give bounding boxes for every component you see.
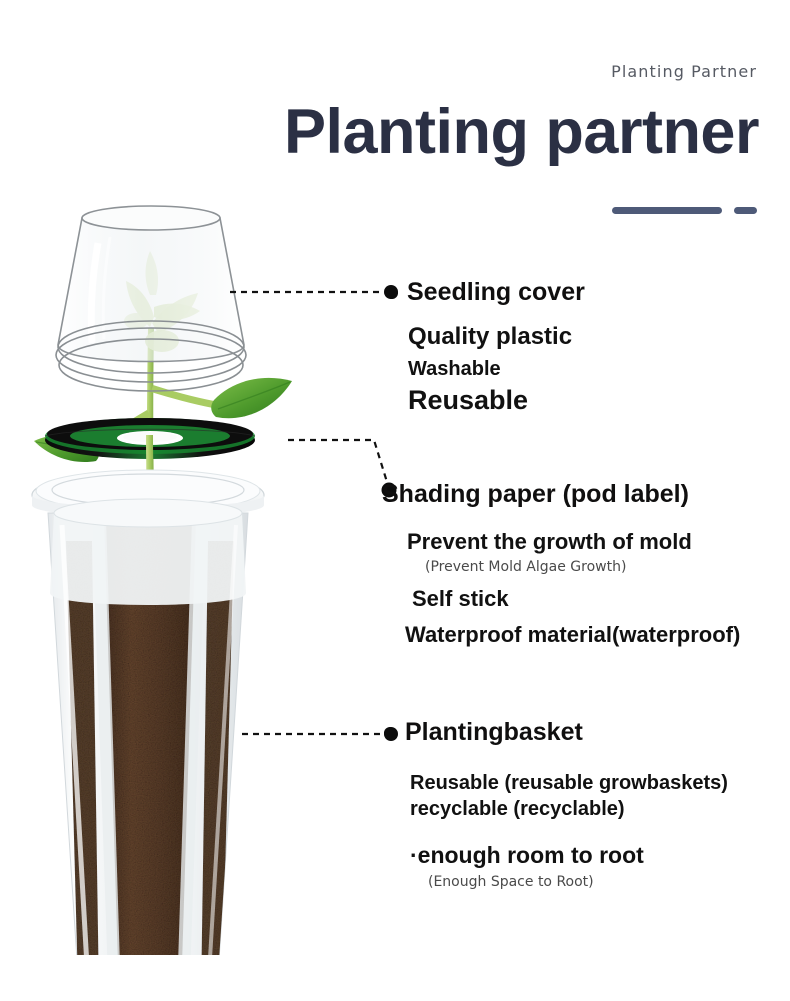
title-accent-rules [612, 207, 757, 214]
callout-shading-paper: Shading paper (pod label) Prevent the gr… [382, 480, 740, 648]
callout-seedling-cover-heading: Seedling cover [386, 278, 585, 307]
callout-seedling-cover-title: Seedling cover [407, 278, 585, 306]
accent-rule-long [612, 207, 722, 214]
leader-line-planting-basket [242, 727, 398, 741]
planting-basket-feature-1: Reusable (reusable growbaskets) recyclab… [410, 771, 728, 822]
leader-line-seedling-cover [230, 285, 398, 299]
planting-basket-feature-1b: recyclable (recyclable) [410, 797, 625, 820]
seedling-cover-feature-2: Washable [408, 358, 501, 380]
product-illustration [31, 205, 292, 955]
accent-rule-short [734, 207, 757, 214]
callout-planting-basket: Plantingbasket Reusable (reusable growba… [384, 718, 728, 890]
seedling-cover-dome [55, 205, 247, 392]
callout-seedling-cover: Seedling cover Quality plastic Washable … [386, 278, 585, 416]
leader-line-shading-paper [288, 438, 397, 498]
planting-basket-feature-2-note: (Enough Space to Root) [428, 874, 594, 891]
eyebrow-label: Planting Partner [611, 62, 757, 81]
seedling-cover-feature-1: Quality plastic [408, 323, 573, 350]
shading-paper-feature-3: Waterproof material(waterproof) [405, 622, 741, 647]
bullet-dot-icon [384, 726, 396, 739]
shading-paper-feature-1-note: (Prevent Mold Algae Growth) [425, 559, 627, 575]
planting-basket-feature-2: ·enough room to root [410, 842, 644, 869]
shading-paper-feature-2: Self stick [412, 586, 509, 611]
page-title: Planting partner [283, 97, 760, 167]
callout-planting-basket-heading: Plantingbasket [384, 718, 728, 747]
callout-shading-paper-title: Shading paper (pod label) [382, 480, 689, 508]
planting-basket-feature-1a: Reusable (reusable growbaskets) [410, 772, 728, 794]
callout-shading-paper-heading: Shading paper (pod label) [382, 480, 740, 509]
seedling-cover-feature-3: Reusable [408, 385, 529, 415]
bullet-dot-icon [386, 286, 398, 299]
planting-basket [31, 469, 265, 955]
callout-planting-basket-title: Plantingbasket [405, 718, 583, 746]
shading-paper-feature-1: Prevent the growth of mold [407, 529, 692, 554]
